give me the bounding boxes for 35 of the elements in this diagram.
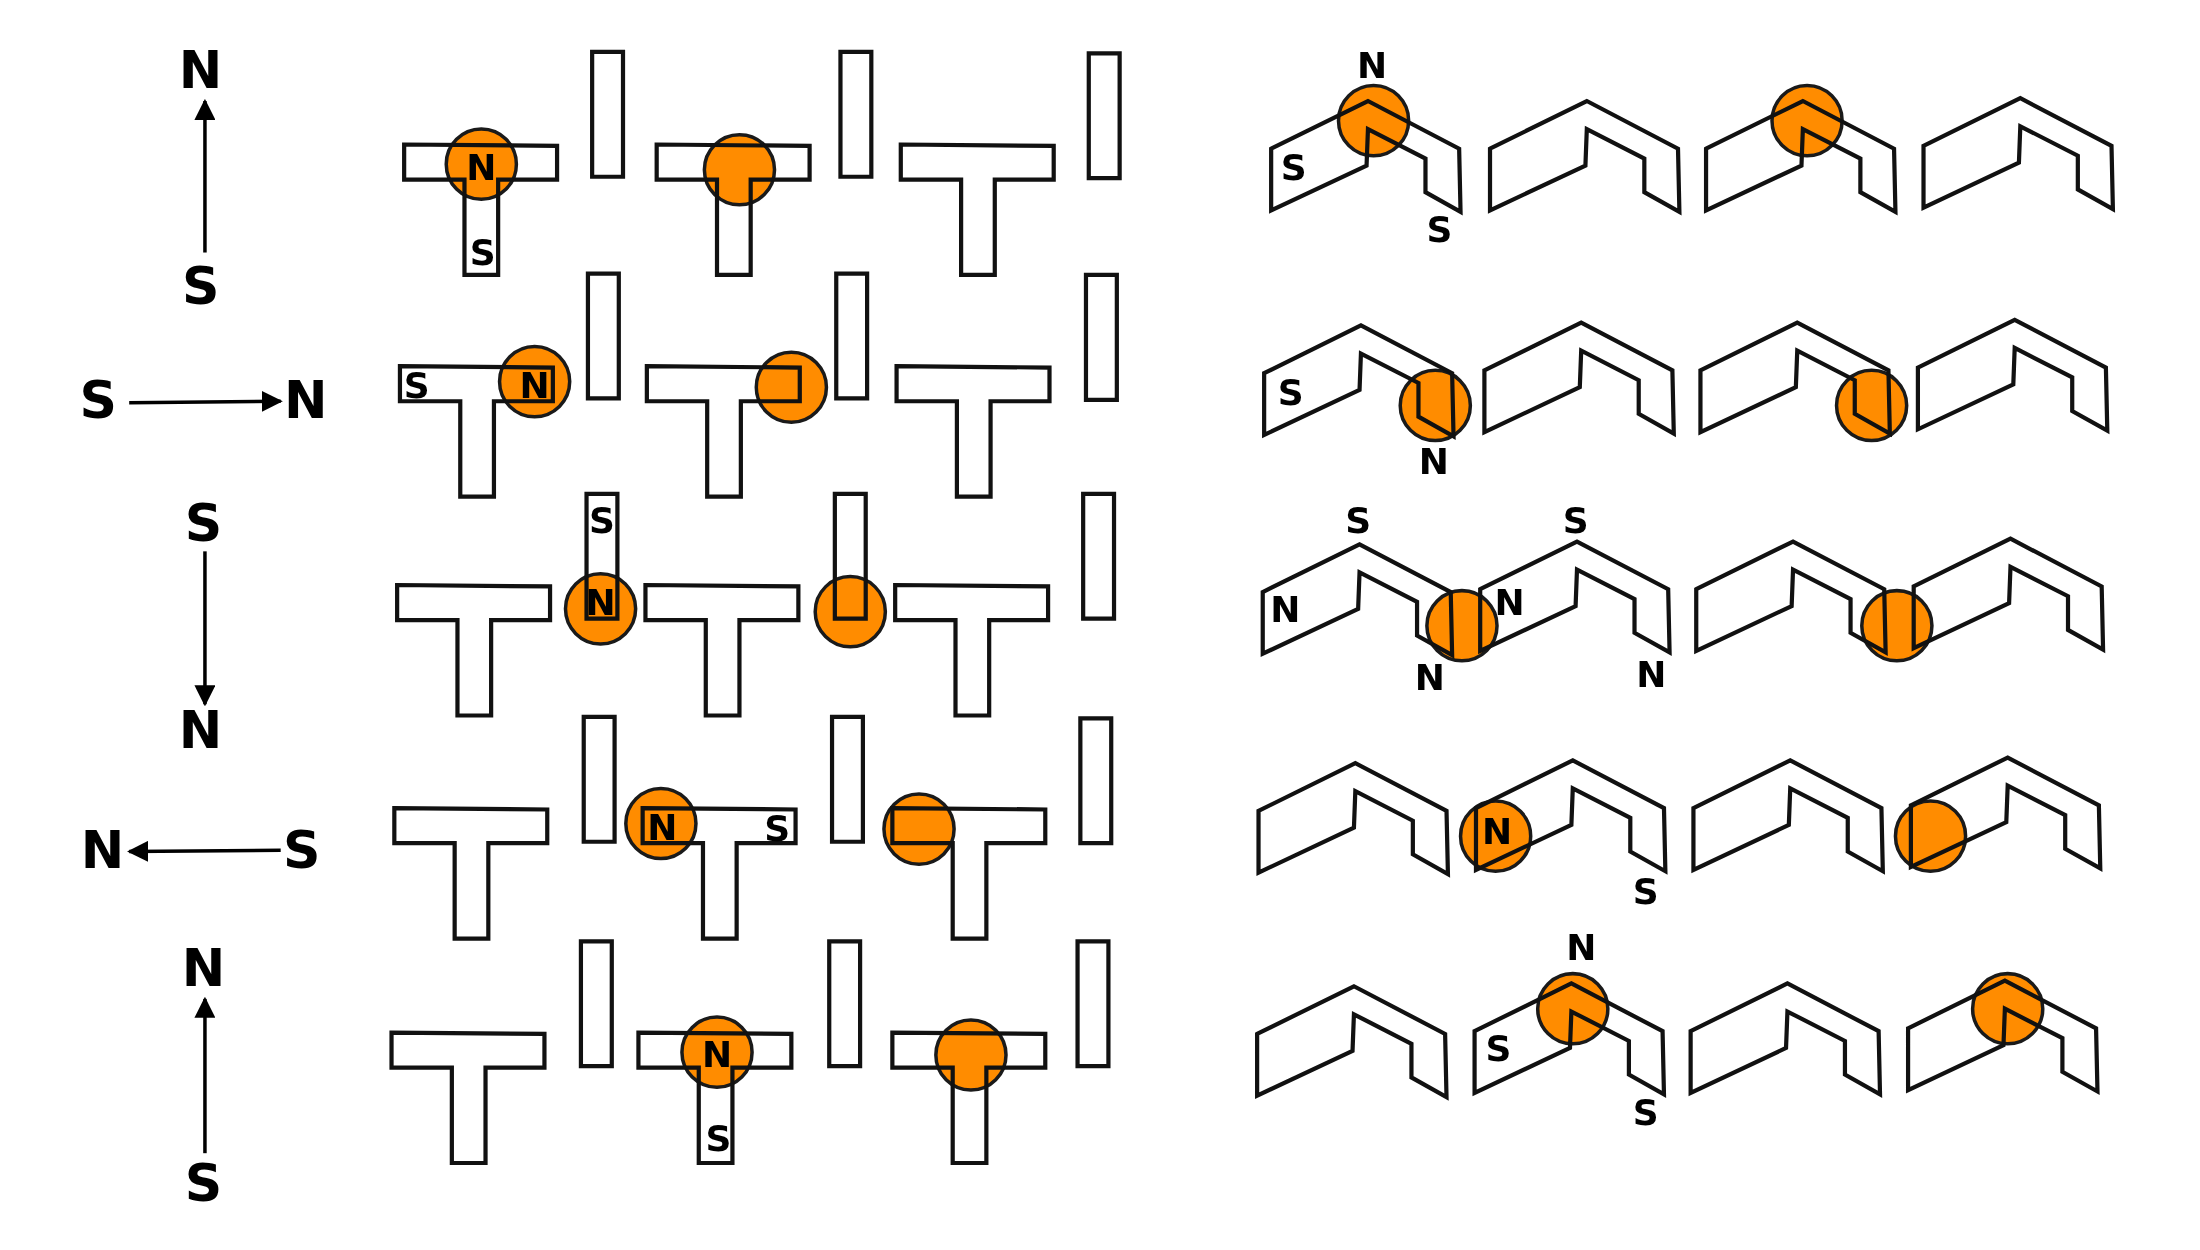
pole-label: N [1566, 930, 1597, 967]
pole-label: N [1418, 443, 1449, 480]
pole-label: N [1357, 47, 1388, 84]
pole-label: N [1414, 659, 1445, 696]
pole-label: S [1632, 874, 1659, 911]
pole-label: N [1482, 814, 1513, 850]
pole-label: S [1277, 374, 1304, 411]
pole-label: N [178, 703, 223, 756]
pole-label: N [519, 367, 550, 404]
pole-label: N [1494, 585, 1525, 622]
pole-label: S [403, 367, 430, 404]
pole-label: S [1632, 1094, 1659, 1131]
pole-label: S [764, 811, 791, 848]
pole-label: S [1345, 502, 1372, 539]
pole-label: S [705, 1121, 732, 1158]
pole-label: S [1562, 502, 1589, 539]
pole-label: S [469, 234, 496, 271]
pole-label: S [282, 824, 321, 877]
pole-label: N [80, 824, 125, 877]
pole-label: S [588, 502, 615, 539]
pole-label: N [701, 1037, 732, 1074]
pole-label: N [181, 942, 226, 995]
pole-label: S [1485, 1031, 1512, 1068]
pole-label: S [1426, 212, 1453, 249]
pole-label: S [184, 1156, 223, 1209]
pole-label: S [79, 373, 117, 426]
pole-label: S [1280, 150, 1307, 187]
pole-label: N [178, 44, 223, 97]
pole-label: N [1270, 592, 1301, 629]
pole-label: S [181, 260, 220, 313]
pole-label: N [284, 373, 328, 426]
pole-label: N [466, 150, 497, 187]
pole-label: N [647, 809, 678, 846]
pole-label: S [184, 497, 223, 550]
pole-label: N [1636, 656, 1667, 693]
